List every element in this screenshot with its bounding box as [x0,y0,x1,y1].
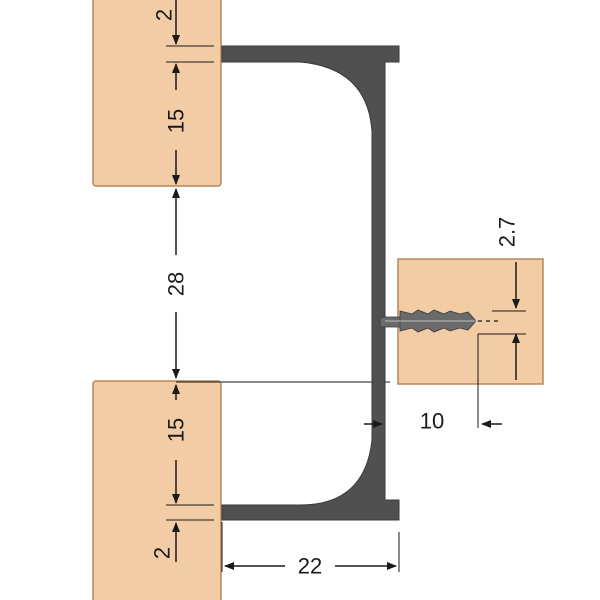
top-wood-panel [92,0,222,187]
dim-label-screw-offset: 2.7 [495,217,520,248]
dim-label-bottom-panel-height: 15 [164,418,189,442]
handle-profile [221,45,400,521]
dim-label-top-lip: 2 [152,9,177,21]
bottom-wood-panel [92,380,222,600]
dim-label-profile-depth: 22 [298,554,322,579]
dim-label-profile-thickness: 10 [420,409,444,434]
dim-label-bottom-lip: 2 [150,547,175,559]
dim-label-top-panel-height: 15 [164,109,189,133]
dim-label-gap: 28 [164,272,189,296]
screw [379,309,480,333]
